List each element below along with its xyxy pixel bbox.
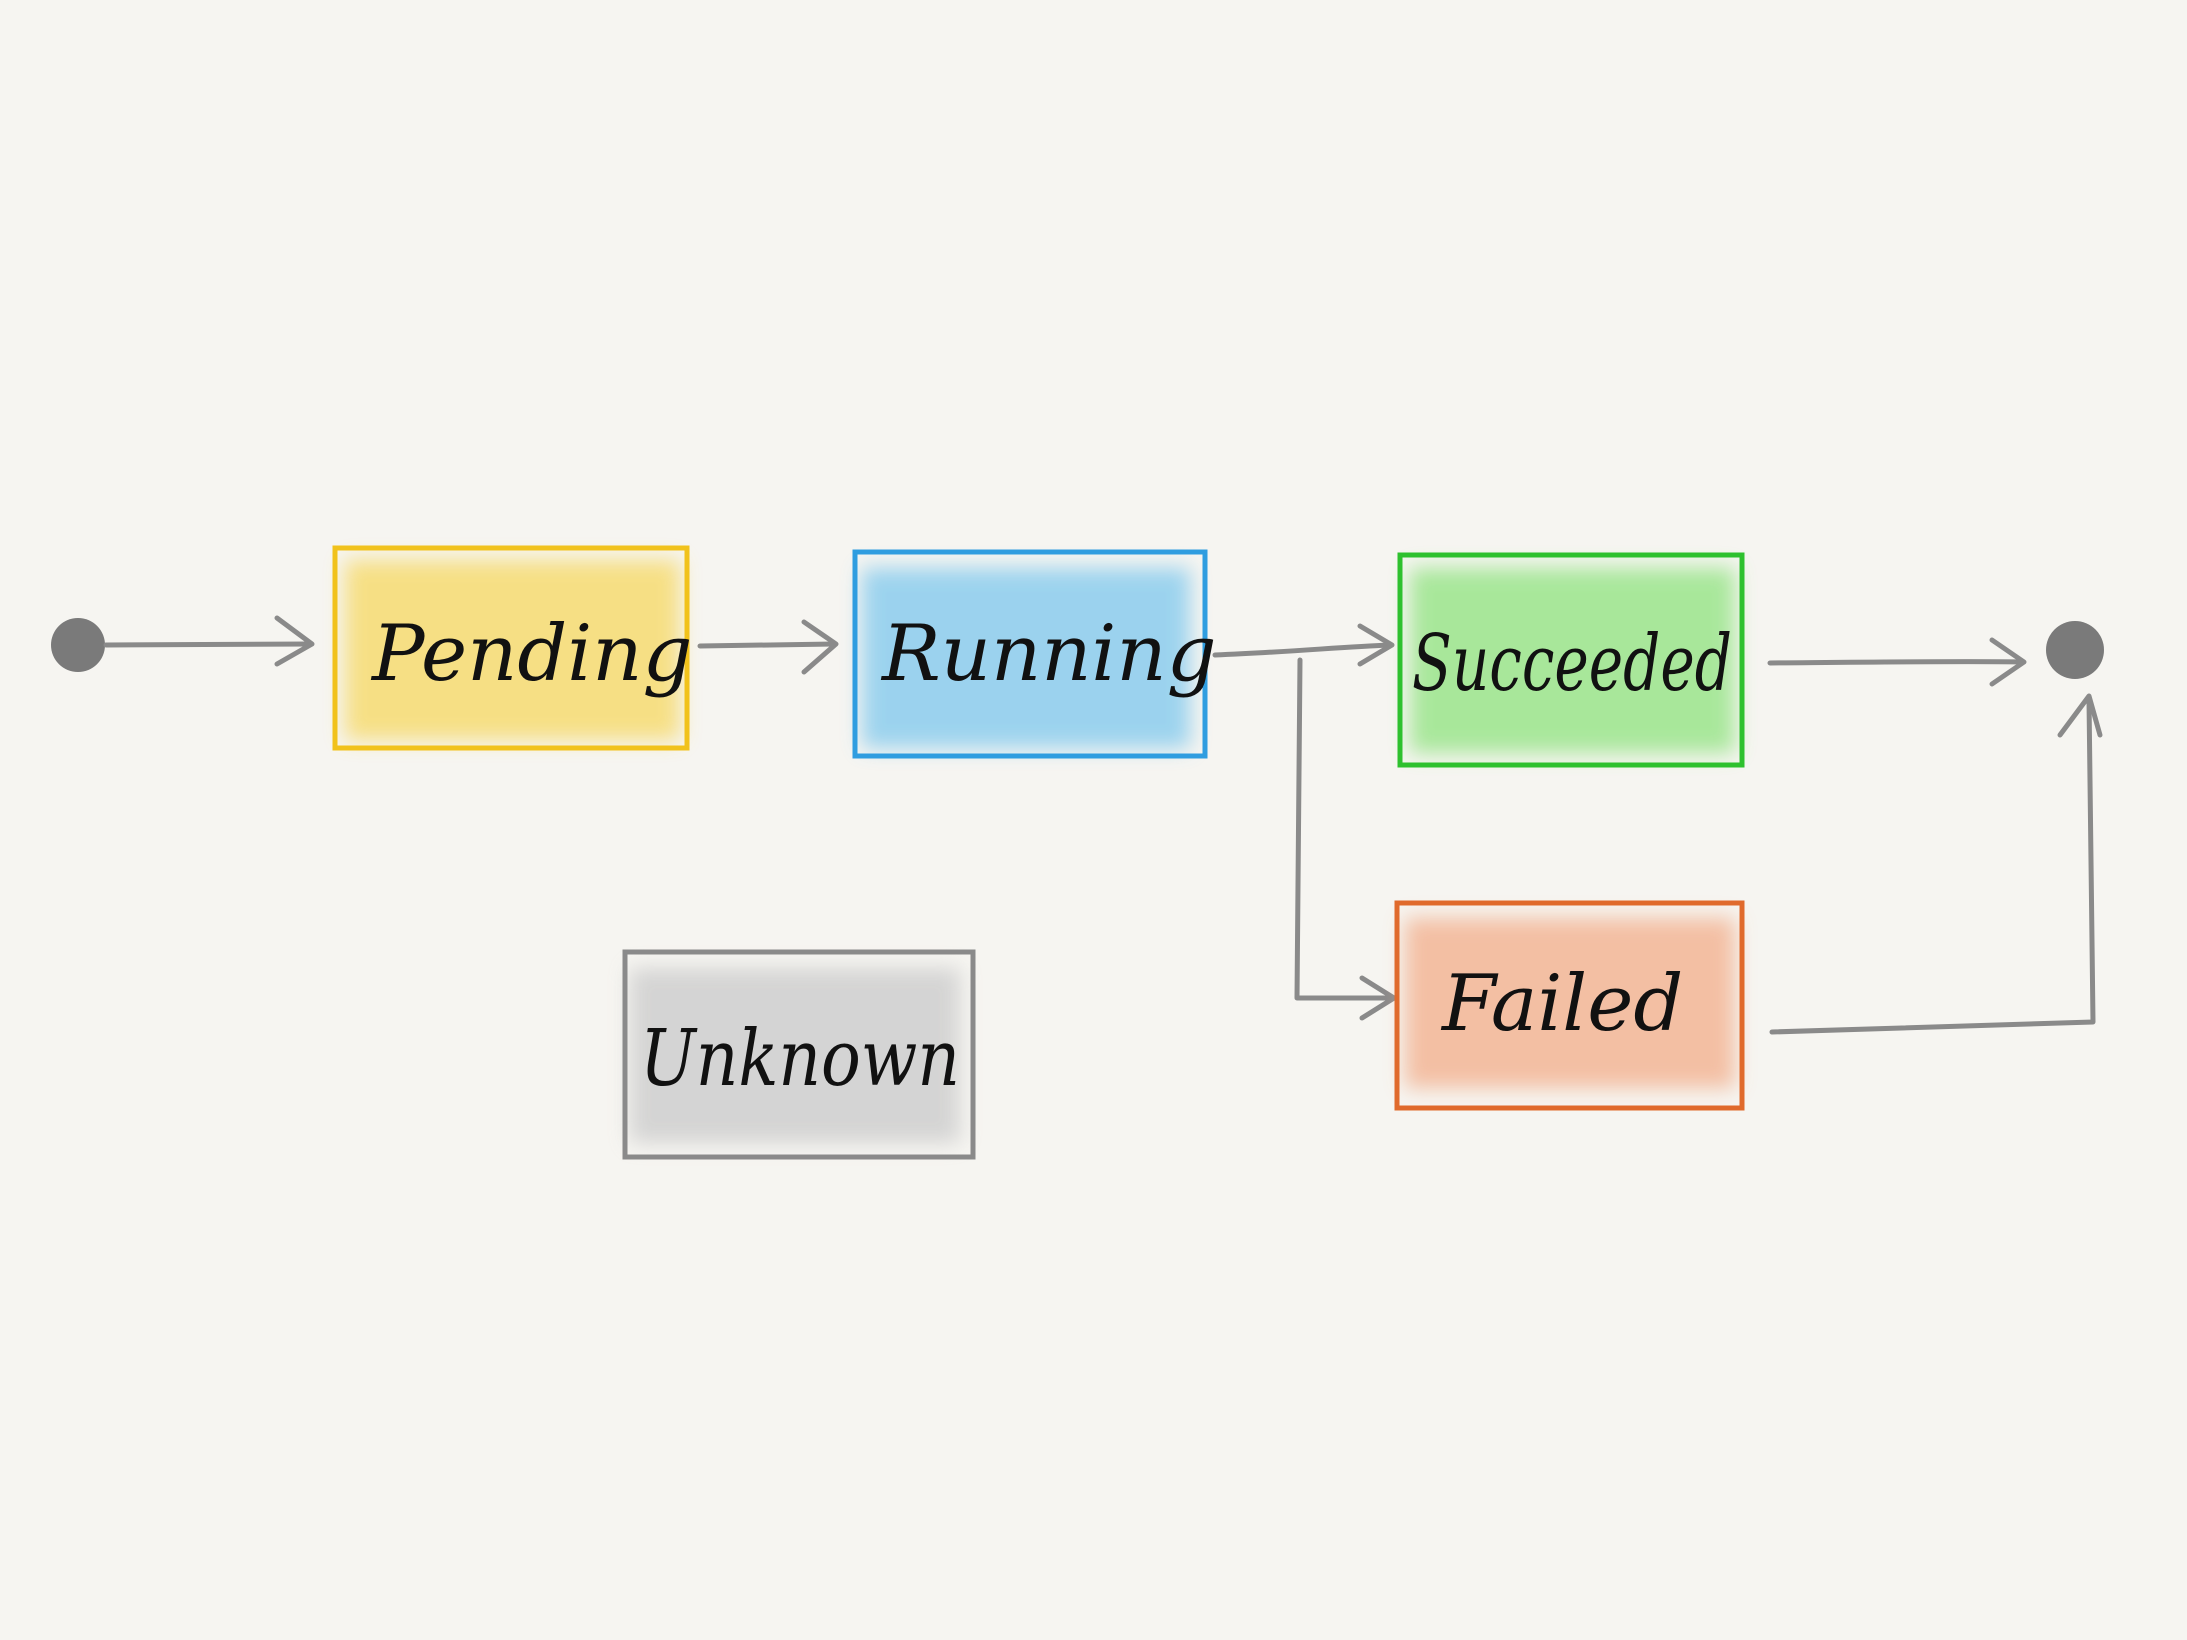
state-failed: Failed [1394,900,1745,1111]
edge-start-to-pending [103,615,315,667]
edge-running-to-succeeded [1212,623,1395,667]
state-running-label: Running [880,609,1217,699]
edge-succeeded-to-end [1767,637,2027,687]
state-unknown-label: Unknown [640,1014,960,1104]
state-failed-label: Failed [1440,959,1683,1049]
state-succeeded-label: Succeeded [1412,619,1732,709]
state-running: Running [852,549,1217,759]
edge-running-to-failed [1294,657,1397,1021]
state-pending: Pending [332,545,692,751]
state-pending-box [332,545,690,751]
state-running-wash [862,568,1190,748]
state-succeeded-box [1397,552,1745,768]
state-failed-box [1394,900,1745,1111]
connectors [103,615,2103,1035]
state-succeeded-wash [1410,568,1735,753]
state-pending-label: Pending [370,609,692,699]
edge-failed-to-end [1769,693,2103,1035]
state-succeeded: Succeeded [1397,552,1745,768]
state-unknown-box [622,949,976,1160]
start-node [51,618,105,672]
state-unknown-wash [630,968,960,1143]
end-node [2046,621,2104,679]
edge-pending-to-running [697,619,839,675]
state-running-box [852,549,1208,759]
state-pending-wash [345,560,680,740]
state-failed-wash [1405,918,1735,1088]
state-unknown: Unknown [622,949,976,1160]
